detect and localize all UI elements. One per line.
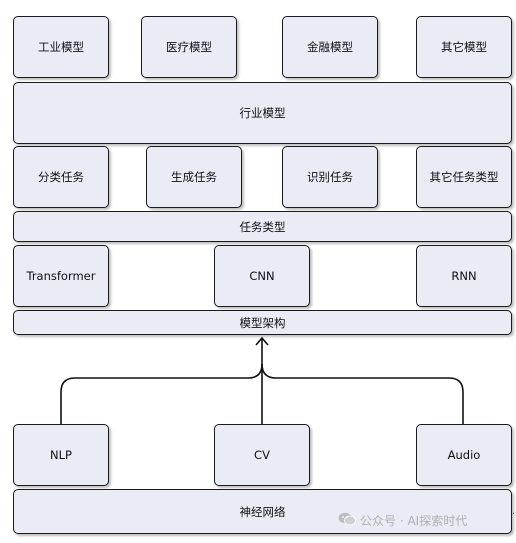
industry-model-other: 其它模型 (416, 16, 512, 78)
domain-nlp: NLP (13, 424, 109, 486)
node-label: 识别任务 (307, 170, 353, 184)
architecture-cnn: CNN (214, 245, 310, 307)
node-label: 工业模型 (38, 40, 84, 54)
layer-label: 行业模型 (239, 106, 286, 120)
layer-label: 模型架构 (239, 315, 286, 330)
node-label: NLP (50, 448, 72, 462)
node-label: 医疗模型 (166, 40, 212, 54)
node-label: 生成任务 (171, 170, 217, 184)
node-label: 分类任务 (38, 170, 84, 184)
industry-model-medical: 医疗模型 (141, 16, 237, 78)
industry-model-industrial: 工业模型 (13, 16, 109, 78)
industry-model-layer: 行业模型 (13, 82, 512, 144)
domain-cv: CV (214, 424, 310, 486)
task-other: 其它任务类型 (416, 146, 512, 208)
layer-label: 任务类型 (239, 219, 286, 234)
node-label: 其它任务类型 (429, 170, 499, 184)
task-generation: 生成任务 (146, 146, 242, 208)
architecture-rnn: RNN (416, 245, 512, 307)
node-label: Transformer (26, 269, 96, 283)
domain-audio: Audio (416, 424, 512, 486)
task-classification: 分类任务 (13, 146, 109, 208)
node-label: CV (254, 448, 270, 462)
node-label: CNN (249, 269, 275, 283)
watermark: 公众号 · AI探索时代 (338, 512, 467, 529)
model-architecture-layer: 模型架构 (13, 310, 512, 335)
connector-audio (261, 363, 464, 424)
neural-network-layer: 神经网络 (13, 489, 512, 534)
watermark-text: 公众号 · AI探索时代 (360, 514, 468, 528)
task-type-layer: 任务类型 (13, 211, 512, 242)
stray-dot: . (512, 506, 516, 517)
wechat-icon (338, 512, 356, 529)
layer-label: 神经网络 (239, 504, 286, 519)
arrow-head (255, 336, 269, 346)
node-label: 金融模型 (307, 40, 353, 54)
node-label: Audio (447, 448, 481, 462)
architecture-transformer: Transformer (13, 245, 109, 307)
task-recognition: 识别任务 (282, 146, 378, 208)
node-label: RNN (451, 269, 477, 283)
industry-model-finance: 金融模型 (282, 16, 378, 78)
node-label: 其它模型 (441, 40, 487, 54)
connector-nlp (60, 363, 263, 424)
